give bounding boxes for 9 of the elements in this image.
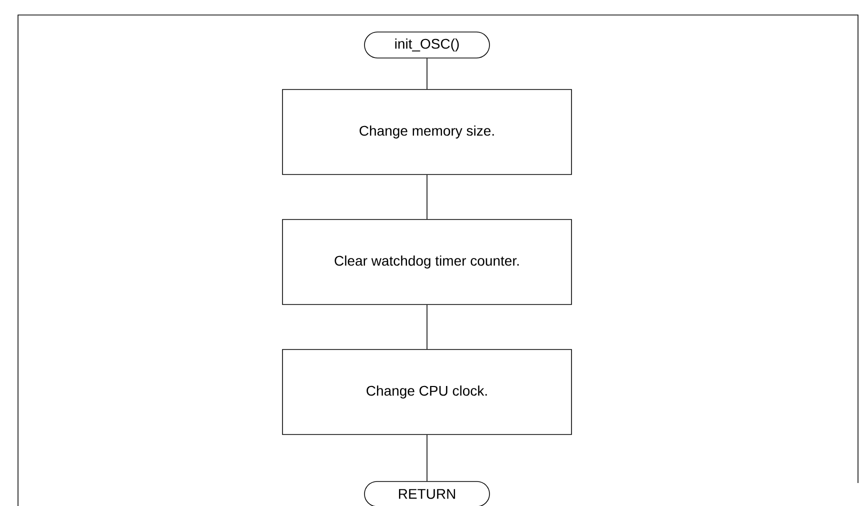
process-box: Clear watchdog timer counter. — [282, 219, 572, 305]
process-box: Change memory size. — [282, 89, 572, 175]
connector-line — [426, 304, 428, 350]
process-box: Change CPU clock. — [282, 349, 572, 435]
connector-line — [426, 434, 428, 482]
connector-line — [426, 58, 428, 90]
terminal-box: RETURN — [364, 481, 490, 506]
connector-line — [426, 174, 428, 220]
terminal-box: init_OSC() — [364, 32, 490, 58]
